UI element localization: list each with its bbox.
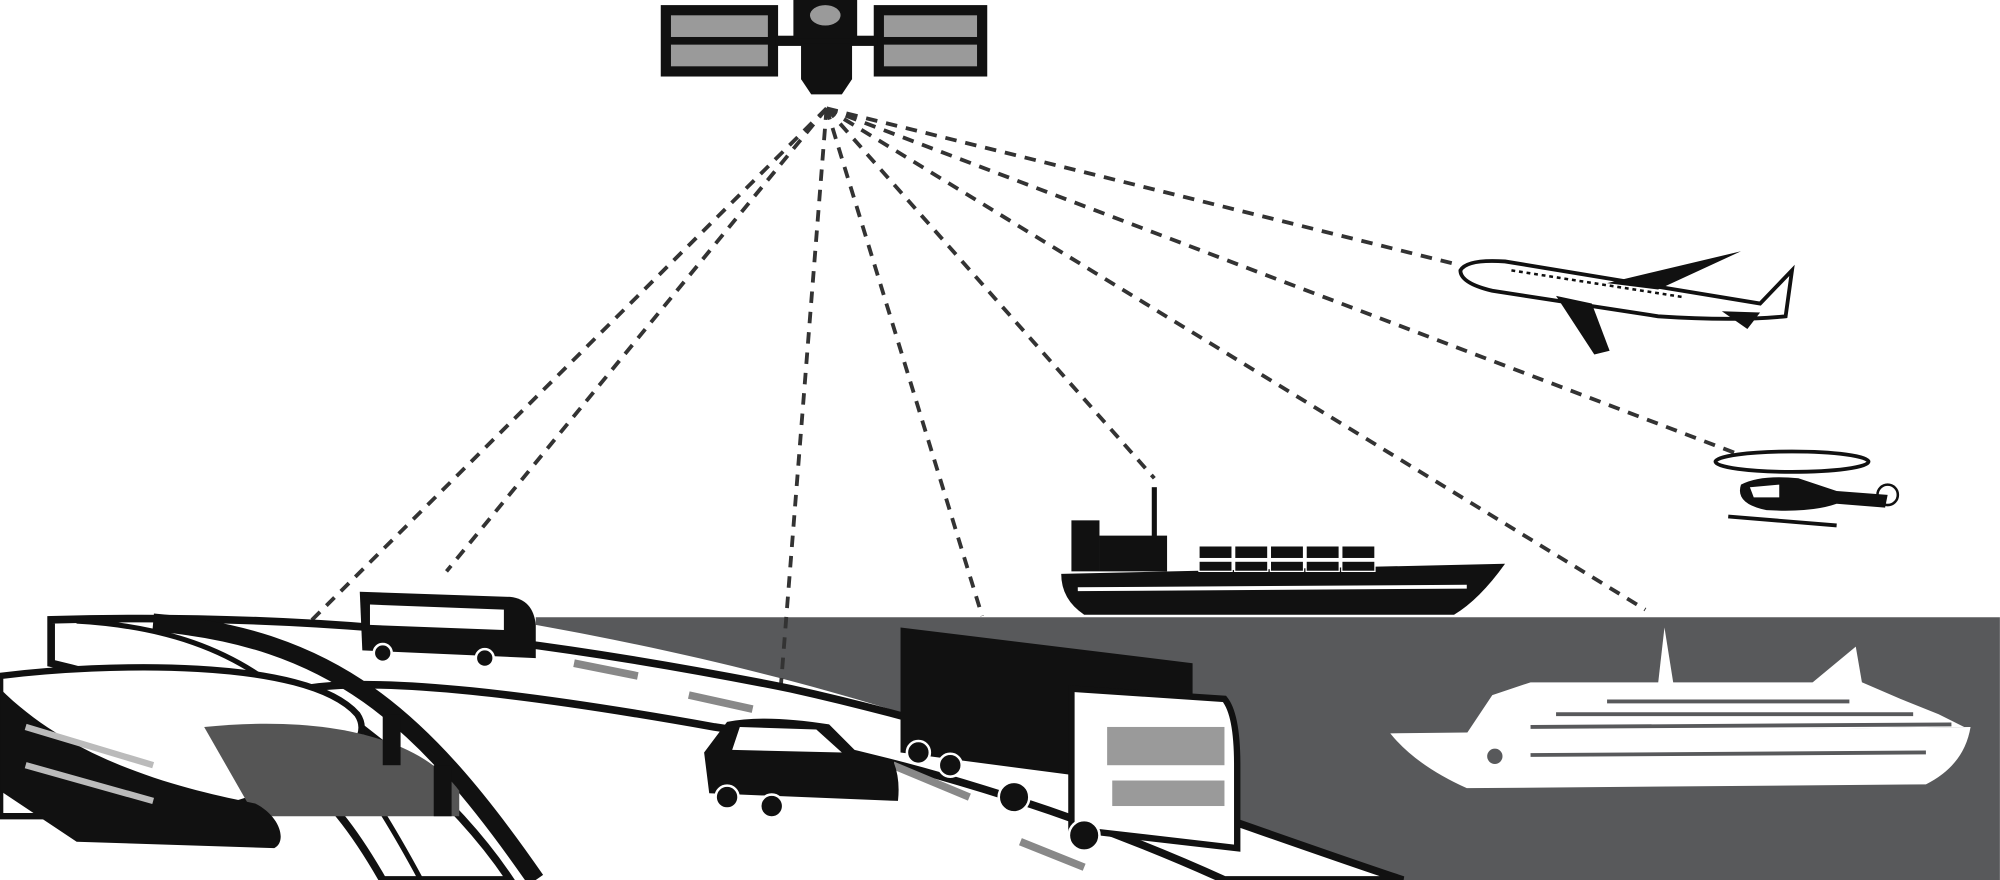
cargo-ship-icon — [1061, 487, 1506, 615]
helicopter-icon — [1713, 449, 1900, 528]
truck-icon — [900, 627, 1241, 852]
signal-lines — [190, 106, 1736, 742]
train-icon — [0, 688, 281, 849]
car-icon — [704, 718, 899, 819]
bus-icon — [359, 591, 536, 669]
airplane-icon — [1458, 251, 1795, 355]
highway — [0, 613, 1405, 880]
cruise-ship-icon — [1390, 627, 1971, 789]
satellite-icon — [660, 0, 988, 95]
